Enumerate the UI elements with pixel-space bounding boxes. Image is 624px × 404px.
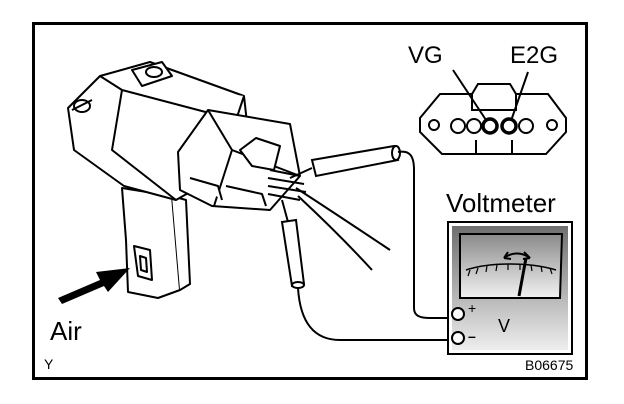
pin-label-e2g: E2G xyxy=(510,42,559,69)
probe-lower xyxy=(280,199,452,341)
terminal-wires xyxy=(267,169,391,271)
connector-pin-view xyxy=(419,69,567,155)
voltmeter-title: Voltmeter xyxy=(446,188,556,218)
voltmeter xyxy=(447,221,573,355)
corner-code: Y xyxy=(44,356,54,372)
voltmeter-unit-label: V xyxy=(498,316,511,336)
diagram-frame xyxy=(32,22,588,380)
pin-label-vg: VG xyxy=(408,42,443,69)
voltmeter-minus-terminal-label: – xyxy=(468,328,476,344)
probe-upper xyxy=(289,144,452,319)
air-arrow xyxy=(58,268,130,304)
air-label: Air xyxy=(50,316,82,346)
air-flow-meter xyxy=(67,61,301,299)
figure-id: B06675 xyxy=(525,357,574,373)
voltmeter-plus-terminal-label: + xyxy=(468,300,477,316)
